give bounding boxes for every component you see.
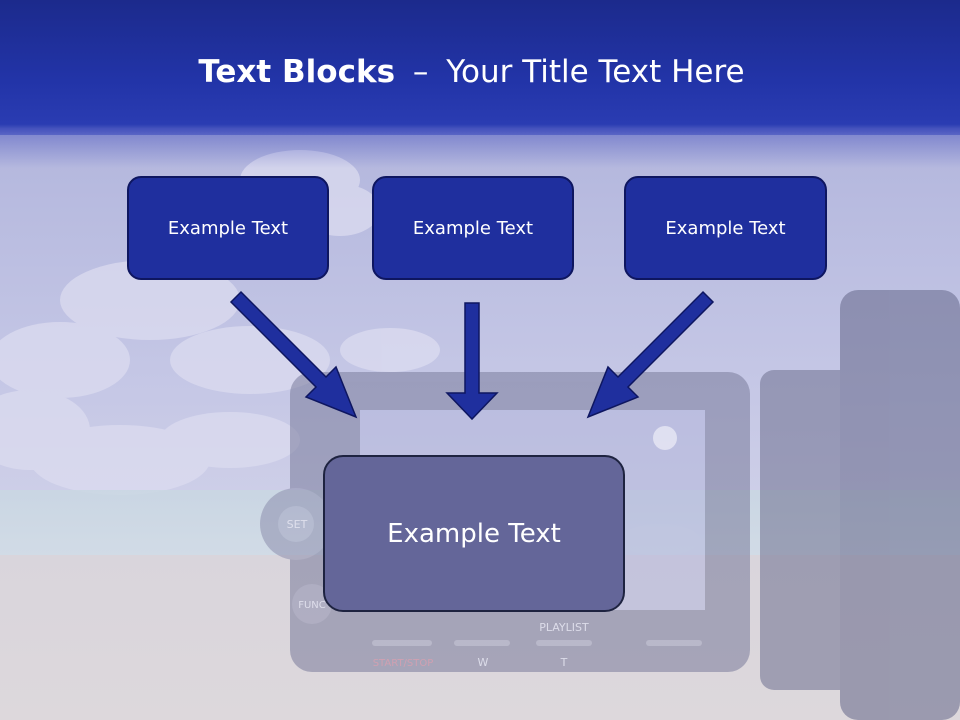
camera-t-label: T xyxy=(560,656,568,669)
text-block-1[interactable]: Example Text xyxy=(127,176,329,280)
slide-title-rest: Your Title Text Here xyxy=(446,54,745,90)
camera-start-stop-label: START/STOP xyxy=(373,658,434,669)
text-block-3-label: Example Text xyxy=(665,217,786,239)
arrow-right xyxy=(586,290,715,419)
center-text-block[interactable]: Example Text xyxy=(323,455,625,612)
slide-title: Text Blocks – Your Title Text Here xyxy=(0,54,943,90)
slide-title-separator: – xyxy=(412,54,429,90)
text-block-3[interactable]: Example Text xyxy=(624,176,827,280)
slide-title-bold: Text Blocks xyxy=(198,54,396,90)
camera-w-label: W xyxy=(478,656,489,669)
arrow-center xyxy=(445,302,499,421)
text-block-1-label: Example Text xyxy=(167,217,289,239)
title-bar xyxy=(0,0,960,168)
camera-set-label: SET xyxy=(287,518,308,531)
camera-playlist-label: PLAYLIST xyxy=(539,621,589,634)
camera-func-label: FUNC xyxy=(298,600,326,611)
center-text-block-label: Example Text xyxy=(387,518,561,549)
arrow-left xyxy=(229,290,358,419)
text-block-2[interactable]: Example Text xyxy=(372,176,574,280)
text-block-2-label: Example Text xyxy=(412,217,534,239)
